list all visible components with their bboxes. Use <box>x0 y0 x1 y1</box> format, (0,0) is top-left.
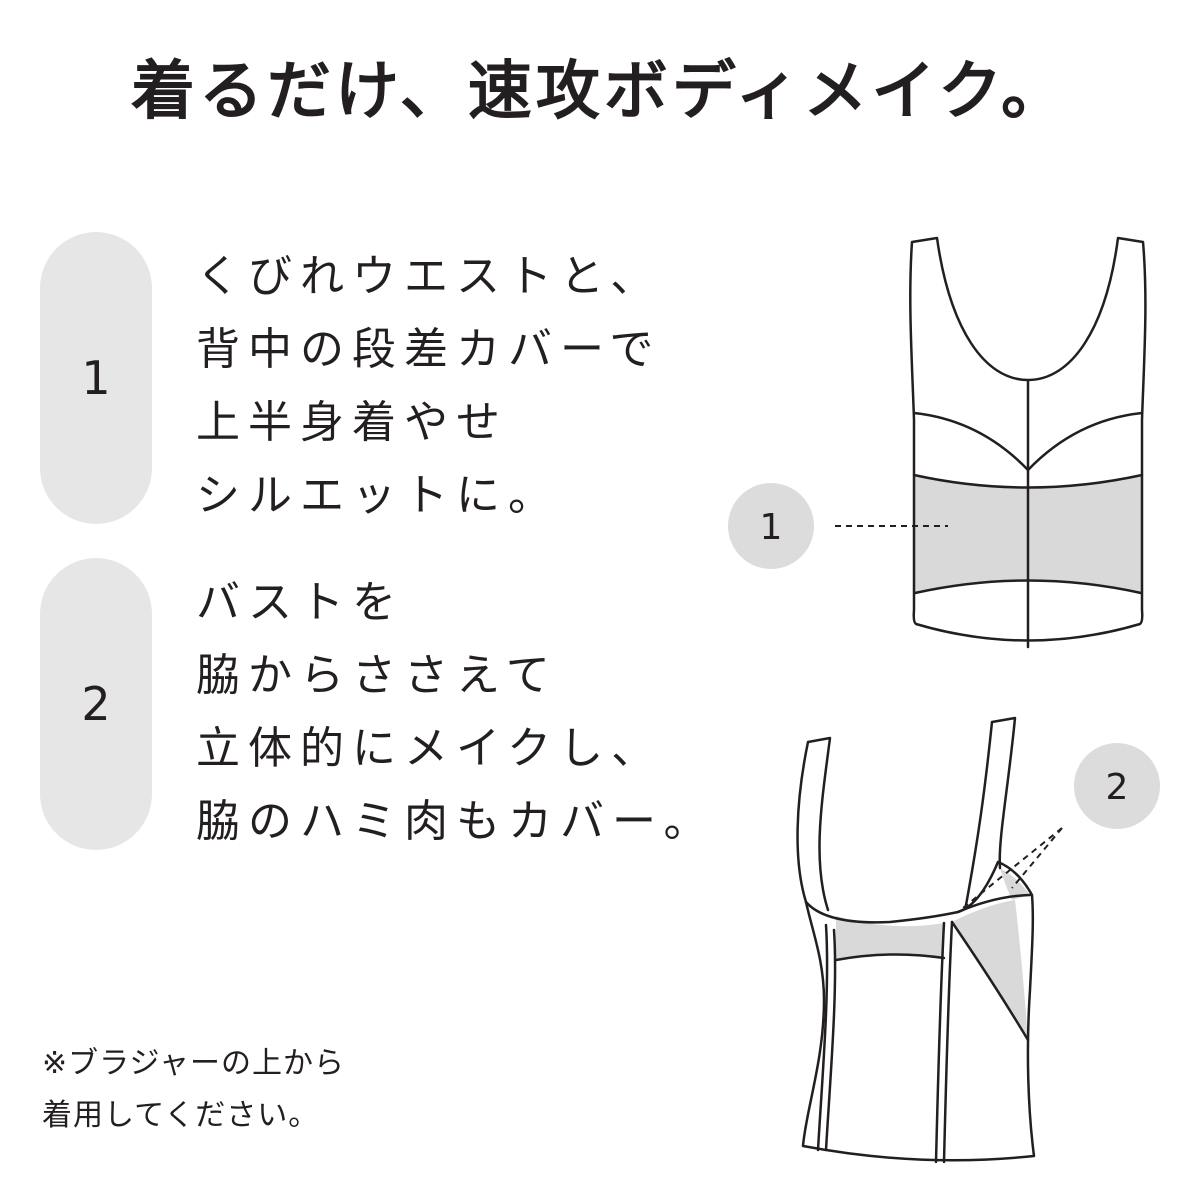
left-strap <box>796 736 832 912</box>
left-side-seam <box>816 923 829 1152</box>
feature-description-2: バストを 脇からささえて 立体的にメイクし、 脇のハミ肉もカバー。 <box>196 566 716 858</box>
feature-number-badge-1: 1 <box>40 232 152 524</box>
feature-1-line-4: シルエットに。 <box>196 470 560 521</box>
underarm-seam <box>956 893 1032 914</box>
front-view-garment-illustration <box>796 716 1036 1164</box>
illustration-marker-1: 1 <box>728 483 948 569</box>
front-bust-panel <box>836 916 944 960</box>
side-panel-seam <box>950 920 1030 1042</box>
center-front-seam <box>934 921 946 1164</box>
feature-description-1: くびれウエストと、 背中の段差カバーで 上半身着やせ シルエットに。 <box>196 240 662 532</box>
right-strap <box>964 716 1017 907</box>
bust-panel-bottom-seam <box>834 953 946 962</box>
feature-number-1: 1 <box>81 351 111 405</box>
feature-2-line-3: 立体的にメイクし、 <box>196 723 664 774</box>
left-side-seam-inner <box>824 928 837 1152</box>
feature-2-line-1: バストを <box>196 577 404 628</box>
front-neckline <box>804 860 1000 924</box>
feature-number-badge-2: 2 <box>40 558 152 850</box>
waist-bottom-seam <box>913 579 1143 595</box>
side-support-panel <box>952 900 1028 1040</box>
marker-1-label: 1 <box>760 507 783 548</box>
illustration-marker-2: 2 <box>957 743 1160 913</box>
marker-2-label: 2 <box>1106 767 1129 808</box>
marker-2-leader-line-a <box>1011 827 1063 889</box>
feature-2-line-2: 脇からささえて <box>196 650 558 701</box>
back-view-garment-illustration <box>909 236 1147 649</box>
note-line-2: 着用してください。 <box>42 1098 320 1133</box>
feature-1-line-1: くびれウエストと、 <box>196 251 663 302</box>
underarm-panel <box>1000 868 1030 900</box>
center-front-seam-inner <box>942 920 954 1164</box>
feature-1-line-2: 背中の段差カバーで <box>196 324 662 375</box>
feature-2-line-4: 脇のハミ肉もカバー。 <box>196 796 716 847</box>
marker-1-circle <box>728 483 814 569</box>
feature-number-2: 2 <box>81 677 111 731</box>
waist-top-seam <box>912 473 1144 489</box>
marker-2-leader-line-b <box>957 827 1063 913</box>
wearing-note: ※ブラジャーの上から 着用してください。 <box>42 1038 345 1142</box>
headline: 着るだけ、速攻ボディメイク。 <box>131 54 1069 129</box>
front-garment-outline <box>801 860 1036 1162</box>
marker-2-circle <box>1074 743 1160 829</box>
feature-1-line-3: 上半身着やせ <box>196 397 508 448</box>
note-line-1: ※ブラジャーの上から <box>42 1046 346 1081</box>
upper-back-seam <box>912 411 1144 472</box>
